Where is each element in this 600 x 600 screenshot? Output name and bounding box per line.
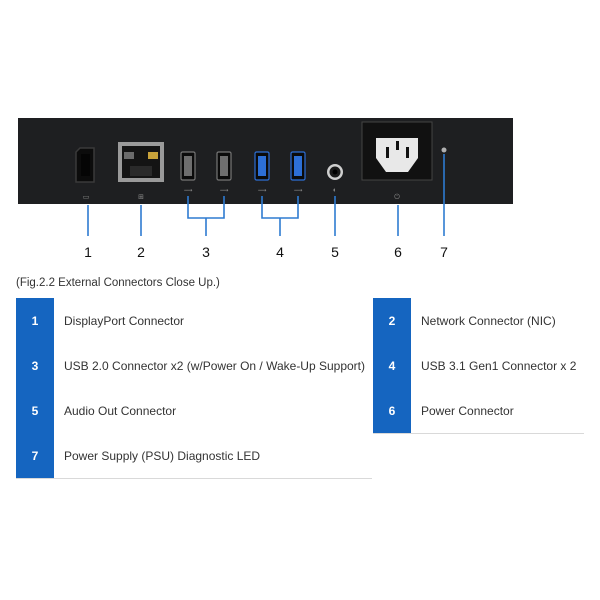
legend-number: 3 bbox=[16, 343, 54, 388]
callout-7: 7 bbox=[440, 244, 448, 260]
callout-5: 5 bbox=[331, 244, 339, 260]
displayport-symbol-icon: ▭ bbox=[83, 194, 90, 201]
legend-row-1: 1 DisplayPort Connector bbox=[16, 298, 372, 344]
legend-number: 1 bbox=[16, 298, 54, 343]
legend-row-2: 2 Network Connector (NIC) bbox=[373, 298, 584, 344]
network-symbol-icon: ⊞ bbox=[138, 194, 144, 201]
figure-caption: (Fig.2.2 External Connectors Close Up.) bbox=[16, 277, 220, 289]
legend-row-6: 6 Power Connector bbox=[373, 388, 584, 434]
psu-led-icon bbox=[441, 147, 447, 153]
legend-label: Power Supply (PSU) Diagnostic LED bbox=[64, 448, 261, 463]
callout-1: 1 bbox=[84, 244, 92, 260]
usb3-port-1-icon bbox=[254, 151, 270, 181]
legend-label: Power Connector bbox=[421, 403, 514, 418]
legend-row-5: 5 Audio Out Connector bbox=[16, 388, 372, 434]
power-connector-icon bbox=[361, 121, 433, 181]
power-symbol-icon: ⏻ bbox=[394, 193, 400, 201]
legend-number: 7 bbox=[16, 433, 54, 478]
legend-number: 2 bbox=[373, 298, 411, 343]
callout-6: 6 bbox=[394, 244, 402, 260]
usb2-port-2-icon bbox=[216, 151, 232, 181]
legend-row-7: 7 Power Supply (PSU) Diagnostic LED bbox=[16, 433, 372, 479]
usb3-port-2-icon bbox=[290, 151, 306, 181]
legend-label: Audio Out Connector bbox=[64, 403, 177, 418]
legend-row-3: 3 USB 2.0 Connector x2 (w/Power On / Wak… bbox=[16, 343, 372, 389]
usb3-symbol-icon: ⟿ bbox=[258, 188, 267, 194]
legend-label: USB 2.0 Connector x2 (w/Power On / Wake-… bbox=[64, 358, 366, 373]
callout-3: 3 bbox=[202, 244, 210, 260]
usb2-port-1-icon bbox=[180, 151, 196, 181]
usb3-symbol-icon: ⟿ bbox=[294, 188, 303, 194]
ethernet-port-icon bbox=[118, 142, 164, 182]
legend-number: 5 bbox=[16, 388, 54, 433]
displayport-port-icon bbox=[75, 147, 95, 183]
legend-label: Network Connector (NIC) bbox=[421, 313, 556, 328]
legend-number: 4 bbox=[373, 343, 411, 388]
legend-row-4: 4 USB 3.1 Gen1 Connector x 2 bbox=[373, 343, 584, 389]
legend-label: DisplayPort Connector bbox=[64, 313, 185, 328]
callout-2: 2 bbox=[137, 244, 145, 260]
usb2-symbol-icon: ⟿ bbox=[220, 188, 229, 194]
legend-number: 6 bbox=[373, 388, 411, 433]
legend-label: USB 3.1 Gen1 Connector x 2 bbox=[421, 358, 577, 373]
callout-4: 4 bbox=[276, 244, 284, 260]
usb2-symbol-icon: ⟿ bbox=[184, 188, 193, 194]
audio-symbol-icon: ◐ bbox=[333, 187, 337, 194]
connector-panel-diagram: ▭ ⊞ ⟿ ⟿ ⟿ ⟿ ◐ ⏻ bbox=[18, 118, 513, 260]
audio-jack-icon bbox=[327, 164, 343, 180]
